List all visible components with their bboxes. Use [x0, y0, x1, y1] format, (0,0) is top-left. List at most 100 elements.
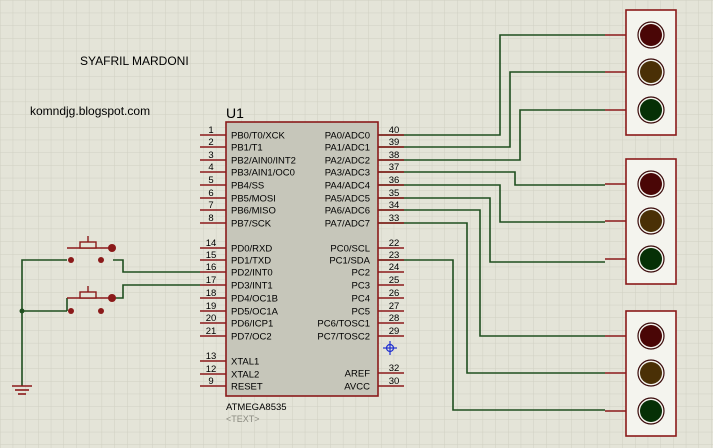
pin-number: 34	[389, 200, 400, 211]
pin-number: 18	[206, 288, 217, 299]
pin-number: 22	[389, 238, 400, 249]
pin-label: PD5/OC1A	[231, 307, 279, 318]
wire-pd3	[113, 284, 200, 299]
lamp-red-ring	[637, 21, 665, 49]
pin-number: 40	[389, 125, 400, 136]
pin-label: PD6/ICP1	[231, 319, 273, 330]
pin-label: PA0/ADC0	[325, 131, 370, 142]
lamp-yellow	[640, 61, 662, 83]
pin-number: 19	[206, 301, 217, 312]
pin-label: XTAL2	[231, 370, 259, 381]
pin-label: PB7/SCK	[231, 219, 272, 230]
pin-label: PB3/AIN1/OC0	[231, 168, 295, 179]
traffic-light[interactable]	[605, 9, 677, 136]
pin-number: 35	[389, 188, 400, 199]
wire-gnd-main	[21, 259, 67, 386]
pin-number: 6	[208, 188, 213, 199]
pin-label: PC6/TOSC1	[317, 319, 370, 330]
pin-label: PC4	[352, 294, 370, 305]
pin-label: RESET	[231, 382, 263, 393]
chip-part-name: ATMEGA8535	[226, 402, 287, 413]
pin-number: 23	[389, 250, 400, 261]
pin-number: 13	[206, 351, 217, 362]
lamp-red-ring	[637, 170, 665, 198]
pin-number: 17	[206, 275, 217, 286]
pin-label: PA7/ADC7	[325, 219, 370, 230]
lamp-yellow	[640, 210, 662, 232]
push-button-2[interactable]	[67, 286, 116, 314]
wire-pa4	[378, 184, 605, 223]
wire-pc1	[378, 259, 605, 411]
author-label: SYAFRIL MARDONI	[80, 54, 189, 68]
lamp-red	[640, 173, 662, 195]
microcontroller-body[interactable]	[225, 121, 379, 397]
pin-number: 15	[206, 250, 217, 261]
pin-label: PC7/TOSC2	[317, 332, 370, 343]
pin-number: 12	[206, 364, 217, 375]
pin-label: AREF	[345, 369, 371, 380]
traffic-light[interactable]	[605, 310, 677, 437]
wire-pa7	[378, 222, 605, 374]
pin-number: 5	[208, 175, 213, 186]
push-button-1[interactable]	[67, 236, 116, 263]
website-label: komndjg.blogspot.com	[30, 104, 150, 118]
pin-label: AVCC	[344, 382, 370, 393]
chip-text-placeholder: <TEXT>	[226, 414, 260, 424]
pin-number: 20	[206, 313, 217, 324]
lamp-yellow-ring	[637, 359, 665, 387]
wire-pa5	[378, 197, 605, 263]
pin-label: PD3/INT1	[231, 281, 273, 292]
pin-label: PA2/ADC2	[325, 156, 370, 167]
pin-number: 30	[389, 376, 400, 387]
pin-number: 27	[389, 301, 400, 312]
lamp-green	[640, 400, 662, 422]
junction-dot	[19, 308, 25, 314]
pin-number: 8	[208, 213, 213, 224]
lamp-yellow	[640, 362, 662, 384]
pin-label: PC0/SCL	[330, 244, 370, 255]
pin-number: 21	[206, 326, 217, 337]
pin-label: PD7/OC2	[231, 332, 272, 343]
lamp-green	[640, 99, 662, 121]
lamp-red	[640, 24, 662, 46]
traffic-light[interactable]	[605, 158, 677, 285]
